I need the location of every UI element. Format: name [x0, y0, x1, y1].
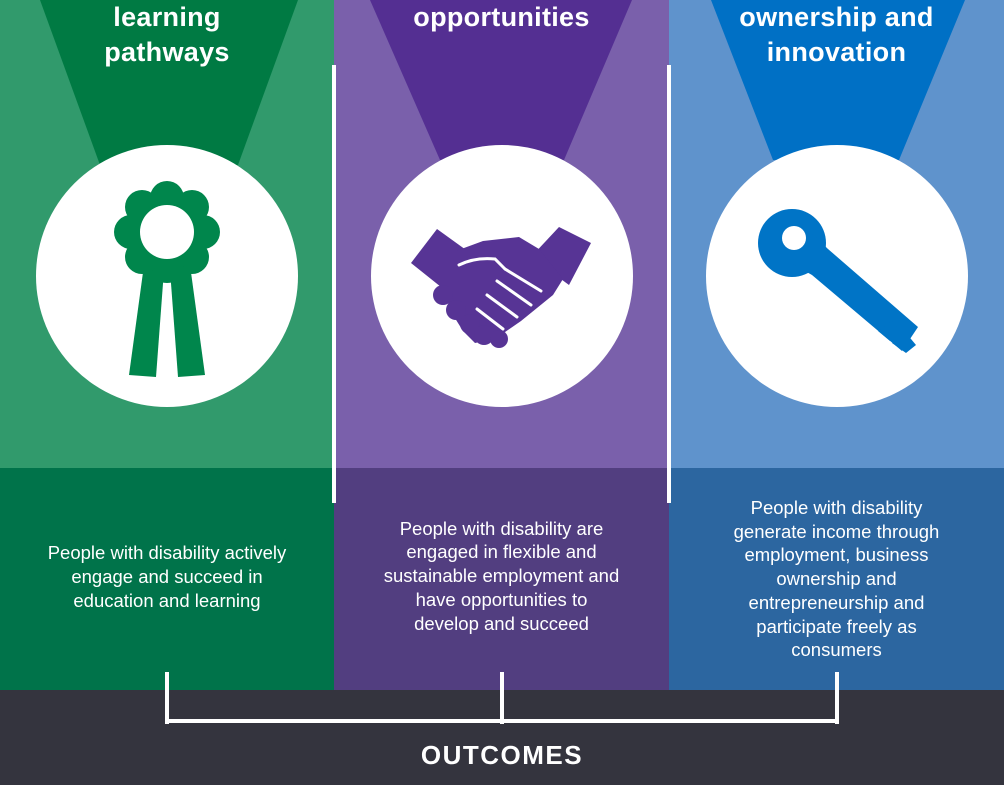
- outcome-text-education: People with disability actively engage a…: [0, 466, 334, 688]
- column-education: learning pathways: [0, 0, 334, 690]
- outcome-enterprise-line-7: consumers: [791, 639, 882, 661]
- outcome-panel-enterprise: People with disability generate income t…: [669, 468, 1004, 690]
- outcome-enterprise-line-3: employment, business: [744, 544, 929, 566]
- column-enterprise: ownership and innovation: [669, 0, 1004, 690]
- outcome-panel-employment: People with disability are engaged in fl…: [334, 468, 669, 690]
- outcomes-bracket-stem-right: [835, 672, 839, 724]
- column-employment-title: opportunities: [334, 0, 669, 35]
- outcome-education-line-2: engage and succeed in: [71, 566, 263, 588]
- outcome-education-line-3: education and learning: [73, 589, 261, 611]
- outcome-employment-line-1: People with disability are: [399, 517, 604, 539]
- outcome-enterprise-line-6: participate freely as: [756, 615, 917, 637]
- outcome-employment-line-3: sustainable employment and: [383, 565, 620, 587]
- outcomes-bracket-stem-left: [165, 672, 169, 724]
- outcome-enterprise-line-1: People with disability: [750, 497, 923, 519]
- column-education-title: learning pathways: [0, 0, 334, 70]
- outcome-text-enterprise: People with disability generate income t…: [669, 468, 1004, 690]
- column-enterprise-title-line-2: innovation: [766, 37, 907, 67]
- spotlight-beam-employment: [370, 0, 632, 160]
- handshake-icon: [411, 227, 591, 348]
- key-icon: [758, 209, 918, 353]
- outcome-enterprise-line-4: ownership and: [776, 568, 897, 590]
- column-education-title-line-2: pathways: [104, 37, 230, 67]
- outcome-panel-education: People with disability actively engage a…: [0, 468, 334, 690]
- icon-circle-enterprise: [706, 145, 968, 407]
- column-employment-title-line-1: opportunities: [413, 2, 590, 32]
- column-employment: opportunities: [334, 0, 669, 690]
- column-education-title-line-1: learning: [113, 2, 221, 32]
- outcome-text-employment: People with disability are engaged in fl…: [334, 465, 669, 687]
- outcome-employment-line-2: engaged in flexible and: [406, 541, 597, 563]
- icon-circle-employment: [371, 145, 633, 407]
- column-divider-right: [667, 65, 671, 503]
- outcome-education-line-1: People with disability actively: [47, 542, 287, 564]
- outcome-employment-line-4: have opportunities to: [415, 588, 588, 610]
- outcomes-bracket-stem-center: [500, 672, 504, 724]
- spotlight-beam-education: [40, 0, 298, 165]
- outcome-enterprise-line-2: generate income through: [733, 520, 940, 542]
- column-divider-left: [332, 65, 336, 503]
- column-enterprise-title-line-1: ownership and: [739, 2, 934, 32]
- spotlight-beam-enterprise: [711, 0, 965, 160]
- outcome-enterprise-line-5: entrepreneurship and: [748, 591, 925, 613]
- award-ribbon-icon: [114, 181, 220, 377]
- outcomes-bracket-bar: [165, 719, 839, 723]
- icon-circle-education: [36, 145, 298, 407]
- outcomes-label: OUTCOMES: [420, 740, 584, 770]
- column-enterprise-title: ownership and innovation: [669, 0, 1004, 70]
- outcome-employment-line-5: develop and succeed: [414, 612, 589, 634]
